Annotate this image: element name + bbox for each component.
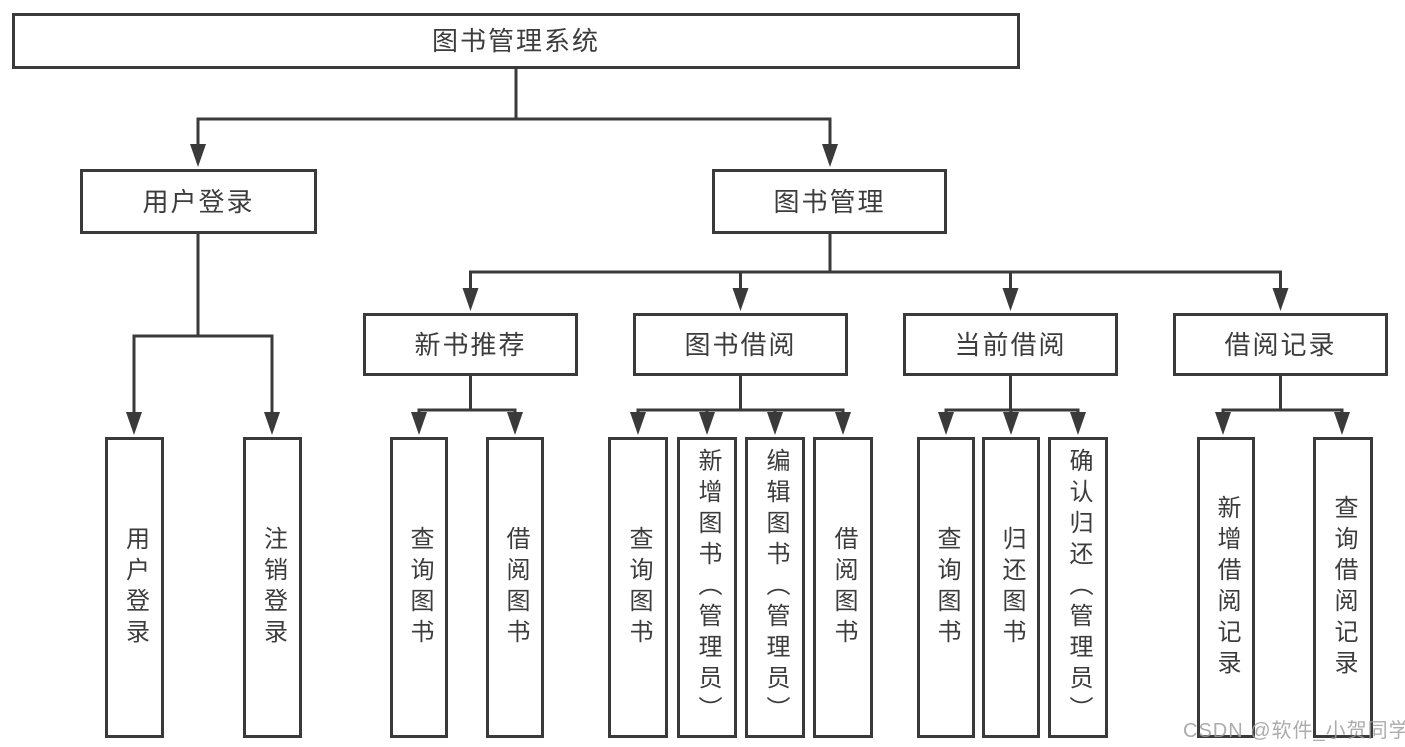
arrowhead-icon bbox=[507, 412, 523, 435]
node-new-books: 新书推荐 bbox=[363, 313, 578, 376]
arrowhead-icon bbox=[1334, 412, 1350, 435]
connector-book-borrow bbox=[636, 375, 845, 418]
arrowhead-icon bbox=[835, 412, 851, 435]
arrowhead-icon bbox=[411, 412, 427, 435]
connector-root bbox=[196, 68, 832, 150]
arrowhead-icon bbox=[1002, 288, 1019, 311]
arrowhead-icon bbox=[732, 288, 749, 311]
node-current-borrow: 当前借阅 bbox=[903, 313, 1118, 376]
arrowhead-icon bbox=[699, 412, 715, 435]
node-borrow-records: 借阅记录 bbox=[1173, 313, 1388, 376]
leaf-borrow-add-admin: 新增图书（管理员） bbox=[677, 437, 737, 738]
leaf-user-login: 用户登录 bbox=[105, 437, 164, 738]
watermark: CSDN @软件_小贺同学 bbox=[1183, 720, 1405, 742]
arrowhead-icon bbox=[938, 412, 954, 435]
node-user-login: 用户登录 bbox=[80, 169, 317, 234]
arrowhead-icon bbox=[1272, 288, 1289, 311]
leaf-borrow-book: 借阅图书 bbox=[813, 437, 873, 738]
connector-borrow-records bbox=[1221, 375, 1344, 418]
connector-new-books bbox=[417, 375, 517, 418]
arrowhead-icon bbox=[1003, 412, 1019, 435]
arrowhead-icon bbox=[462, 288, 479, 311]
arrowhead-icon bbox=[1070, 412, 1086, 435]
leaf-newbook-borrow: 借阅图书 bbox=[486, 437, 544, 738]
arrowhead-icon bbox=[126, 412, 142, 435]
arrowhead-icon bbox=[822, 144, 838, 167]
connector-current-borrow bbox=[944, 375, 1080, 418]
connector-book-mgmt bbox=[469, 233, 1282, 294]
leaf-borrow-edit-admin: 编辑图书（管理员） bbox=[745, 437, 805, 738]
node-book-borrow: 图书借阅 bbox=[633, 313, 848, 376]
leaf-current-return: 归还图书 bbox=[982, 437, 1040, 738]
leaf-record-add: 新增借阅记录 bbox=[1197, 437, 1255, 738]
arrowhead-icon bbox=[264, 412, 280, 435]
leaf-borrow-query: 查询图书 bbox=[608, 437, 668, 738]
arrowhead-icon bbox=[190, 144, 206, 167]
arrowhead-icon bbox=[630, 412, 646, 435]
arrowhead-icon bbox=[767, 412, 783, 435]
leaf-logout: 注销登录 bbox=[243, 437, 302, 738]
leaf-current-confirm-admin: 确认归还（管理员） bbox=[1048, 437, 1108, 738]
leaf-newbook-query: 查询图书 bbox=[390, 437, 448, 738]
arrowhead-icon bbox=[1215, 412, 1231, 435]
leaf-record-query: 查询借阅记录 bbox=[1313, 437, 1373, 738]
node-book-mgmt: 图书管理 bbox=[712, 169, 947, 234]
leaf-current-query: 查询图书 bbox=[917, 437, 975, 738]
connector-user-login bbox=[132, 233, 274, 418]
node-root: 图书管理系统 bbox=[12, 13, 1020, 69]
